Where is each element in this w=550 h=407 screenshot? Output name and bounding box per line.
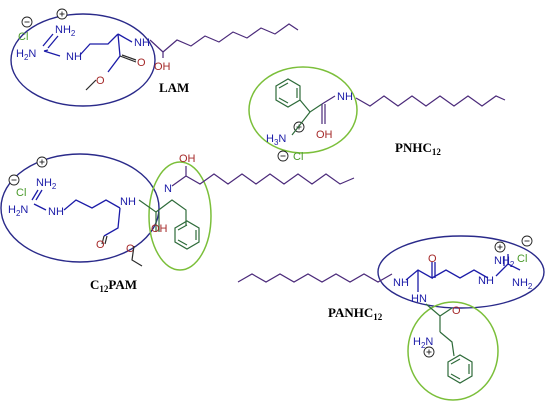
c12pam-side-chain	[63, 199, 121, 211]
lam-ester-o: O	[137, 57, 146, 69]
c12pam-molecule: NH2 Cl H2N NH NH O O OH N OH C12PAM	[0, 153, 355, 294]
panhc12-phenylalanine-ellipse	[407, 301, 499, 401]
panhc12-label: PANHC12	[328, 305, 383, 322]
pnhc12-label: PNHC12	[395, 140, 441, 157]
panhc12-nh: NH	[393, 277, 409, 289]
panhc12-chloride-label: Cl	[517, 253, 527, 265]
c12pam-ester-o: O	[96, 239, 105, 251]
pnhc12-alkyl-chain	[355, 95, 506, 107]
lam-amide-bonds	[149, 39, 164, 58]
panhc12-hn: HN	[411, 293, 427, 305]
panhc12-arginine-ellipse	[377, 235, 545, 309]
c12pam-nh-guan: NH	[48, 206, 64, 218]
lam-molecule: Cl NH2 H2N NH NH O O OH LAM	[10, 8, 299, 107]
lam-guanidine-bonds	[42, 33, 61, 57]
panhc12-nh2-right: NH2	[512, 277, 533, 291]
c12pam-n: N	[164, 183, 172, 195]
lam-nh-guan: NH	[66, 51, 82, 63]
c12pam-nh2-top: NH2	[36, 177, 57, 191]
c12pam-label: C12PAM	[90, 277, 137, 294]
pnhc12-oh: OH	[316, 129, 333, 141]
pnhc12-nh: NH	[337, 91, 353, 103]
c12pam-nh-amide: NH	[120, 196, 136, 208]
c12pam-top-oh: OH	[179, 153, 196, 165]
lam-nh2-top: NH2	[55, 24, 76, 38]
lam-ester-bonds	[107, 33, 121, 73]
c12pam-phenyl-ring	[174, 220, 200, 250]
panhc12-nh-guan: NH	[478, 275, 494, 287]
pnhc12-h3n: H3N	[266, 133, 286, 147]
lam-ester-o2: O	[96, 75, 105, 87]
lam-chloride-label: Cl	[18, 31, 28, 43]
panhc12-molecule: NH O NH NH2 NH2 Cl HN O H2N PANHC12	[237, 235, 545, 401]
c12pam-alkyl-chain	[185, 173, 355, 185]
pnhc12-phenylalanine-ellipse	[248, 66, 358, 154]
lam-alkyl-chain	[162, 23, 299, 53]
lam-side-chain	[79, 33, 119, 56]
panhc12-nh2-top: NH2	[494, 255, 515, 269]
lam-arginine-ellipse	[10, 13, 156, 107]
panhc12-lower-o: O	[452, 305, 461, 317]
c12pam-oh: OH	[151, 223, 168, 235]
panhc12-phenyl-ring	[447, 354, 473, 384]
panhc12-side-chain	[431, 269, 489, 279]
lam-oh: OH	[154, 61, 171, 73]
pnhc12-molecule: H3N Cl OH NH PNHC12	[248, 66, 506, 163]
c12pam-arginine-ellipse	[0, 153, 160, 263]
c12pam-h2n: H2N	[8, 204, 28, 218]
pnhc12-chloride-label: Cl	[293, 151, 303, 163]
c12pam-chloride-label: Cl	[16, 187, 26, 199]
panhc12-h2n: H2N	[413, 336, 433, 350]
c12pam-guanidine-bonds	[31, 189, 47, 211]
c12pam-phenylalanine-ellipse	[148, 161, 212, 271]
lam-h2n-left: H2N	[16, 48, 36, 62]
lam-nh-amide: NH	[134, 37, 150, 49]
c12pam-ester-o2: O	[126, 243, 135, 255]
panhc12-alkyl-chain	[237, 273, 393, 283]
panhc12-amide-o: O	[428, 253, 437, 265]
lam-label: LAM	[159, 80, 189, 95]
